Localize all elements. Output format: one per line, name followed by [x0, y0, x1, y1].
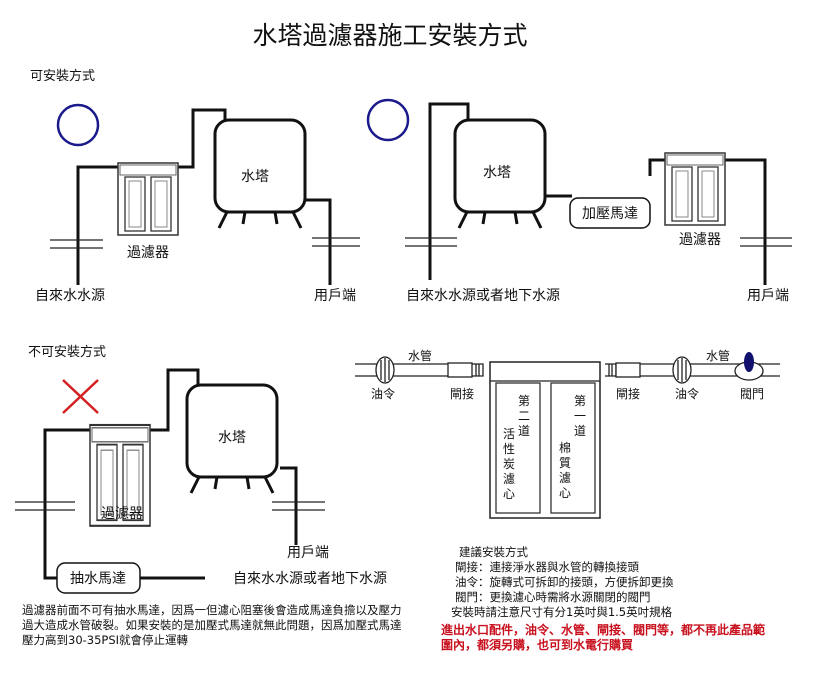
size-note: 安裝時請注意尺寸有分1英吋與1.5英吋規格	[451, 605, 673, 619]
user-label: 用戶端	[314, 288, 356, 304]
ok-circle-icon	[366, 98, 410, 142]
pump-label: 抽水馬達	[70, 571, 126, 587]
connector-label-left: 閘接	[450, 386, 474, 401]
warning-note: 進出水口配件，油令、水管、閘接、閥門等，都不再此產品範圍內，都須另購，也可到水電…	[441, 623, 766, 652]
pipe-label-left: 水管	[408, 348, 432, 363]
diagram-3: 水塔 過濾器 用戶端 抽水馬達 自來水水源或者地下水源	[15, 368, 387, 594]
connector-left	[447, 362, 473, 378]
valve-handle-icon	[744, 352, 754, 372]
cartridge1-char: 質	[559, 455, 571, 470]
ok-circle-icon	[56, 103, 100, 147]
source-label: 自來水水源或者地下水源	[406, 288, 560, 304]
cartridge2-char: 炭	[503, 457, 515, 471]
filter-housing	[489, 361, 601, 519]
diagram-1: 水塔 過濾器 自來水水源 用戶端	[35, 103, 360, 304]
suction-pump	[56, 562, 141, 594]
connector-label-right: 閘接	[616, 386, 640, 401]
user-label: 用戶端	[287, 545, 329, 561]
bad-install-note: 過濾器前面不可有抽水馬達，因爲一但濾心阻塞後會造成馬達負擔以及壓力過大造成水管破…	[22, 603, 402, 647]
recommend-heading: 建議安裝方式	[459, 545, 528, 559]
cartridge2-char: 性	[503, 442, 515, 456]
recommend-line: 閘接：連接淨水器與水管的轉換接頭	[455, 560, 639, 574]
page-title: 水塔過濾器施工安裝方式	[252, 21, 527, 50]
tower-label: 水塔	[483, 165, 511, 181]
valve-label: 閥門	[740, 387, 764, 401]
source-label: 自來水水源	[35, 288, 105, 304]
union-label-left: 油令	[371, 386, 395, 401]
filter-label: 過濾器	[679, 232, 721, 248]
cartridge1-char: 一	[574, 409, 586, 423]
cartridge2-char: 第	[518, 394, 530, 408]
filter-unit	[117, 162, 179, 236]
cartridge1-char: 道	[574, 424, 586, 438]
pipe-label-right: 水管	[706, 348, 730, 363]
cartridge2-char: 心	[503, 487, 515, 501]
cartridge1-char: 第	[574, 394, 586, 408]
cartridge1-char: 棉	[559, 441, 571, 455]
cartridge2-char: 道	[518, 424, 530, 438]
cartridge2-char: 二	[518, 409, 530, 423]
cartridge2-char: 濾	[503, 471, 515, 486]
bad-heading: 不可安裝方式	[28, 344, 106, 360]
detail-diagram: 水管 油令 閘接 閘接 油令 水管 閥門 第 二 道 活 性 炭 濾 心 第 一…	[355, 348, 780, 519]
tower-label: 水塔	[218, 430, 246, 446]
recommend-block: 建議安裝方式 閘接：連接淨水器與水管的轉換接頭 油令：旋轉式可拆卸的接頭，方便拆…	[441, 545, 835, 653]
source-label: 自來水水源或者地下水源	[233, 571, 387, 587]
filter-unit	[664, 152, 726, 226]
cross-icon	[62, 379, 99, 414]
recommend-line: 閥門：更換濾心時需將水源關閉的閥門	[455, 590, 651, 604]
recommend-line: 油令：旋轉式可拆卸的接頭，方便拆卸更換	[455, 575, 674, 589]
diagram-2: 水塔 加壓馬達 過濾器 自來水水源或者地下水源 用戶端	[366, 98, 792, 304]
tower-label: 水塔	[241, 169, 269, 185]
user-label: 用戶端	[747, 288, 789, 304]
booster-pump	[569, 197, 651, 229]
cartridge1-char: 濾	[559, 470, 571, 485]
cartridge1-char: 心	[559, 486, 571, 500]
ok-heading: 可安裝方式	[30, 68, 95, 84]
filter-label: 過濾器	[127, 245, 169, 261]
cartridge2-char: 活	[503, 427, 515, 441]
connector-right	[615, 362, 641, 378]
filter-label: 過濾器	[101, 506, 143, 522]
union-label-right: 油令	[675, 386, 699, 401]
pump-label: 加壓馬達	[582, 206, 638, 222]
